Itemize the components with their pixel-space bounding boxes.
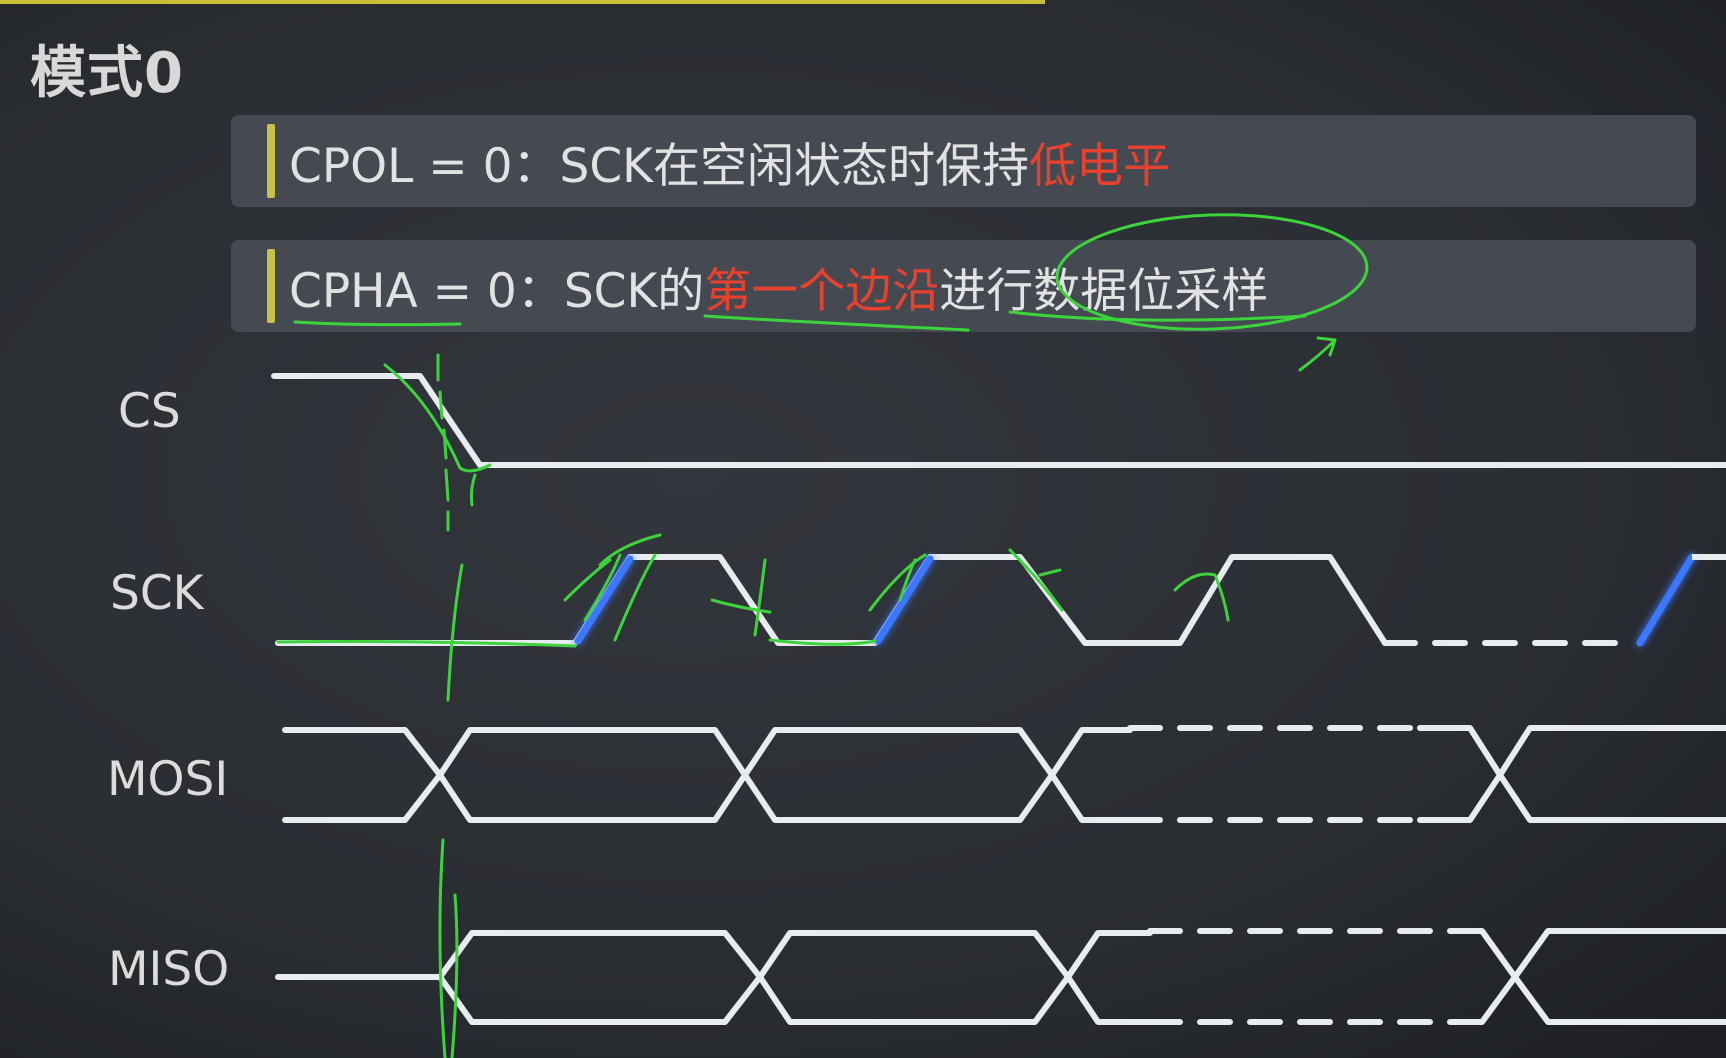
miso-tail-upper — [1447, 928, 1726, 980]
sck-third-marks-annotation — [1008, 548, 1064, 612]
cpha-underline-annotation — [293, 320, 462, 327]
sck-label: SCK — [110, 566, 204, 621]
sck-second-edge-highlight — [874, 555, 934, 645]
mosi-tail-upper — [1417, 725, 1726, 778]
miso-lower — [437, 974, 1153, 1025]
rule-accent-bar — [267, 124, 275, 198]
cpol-rule-prefix: CPOL = 0：SCK在空闲状态时保持 — [289, 138, 1029, 194]
cpol-rule-box: CPOL = 0：SCK在空闲状态时保持低电平 — [231, 115, 1696, 207]
mosi-upper — [282, 727, 1133, 778]
sck-first-edge-marks-annotation — [563, 533, 662, 642]
cpha-rule-suffix: 进行数据位采样 — [939, 263, 1269, 319]
cs-label: CS — [118, 384, 181, 439]
mosi-label: MOSI — [107, 752, 229, 807]
rule-accent-bar — [267, 249, 275, 323]
cpha-rule-box: CPHA = 0：SCK的第一个边沿进行数据位采样 — [231, 240, 1696, 332]
mosi-tail-lower — [1417, 772, 1726, 823]
sck-second-edge-marks-annotation — [868, 553, 927, 612]
cs-edge-trace-annotation — [383, 363, 492, 507]
mosi-lower — [282, 772, 1133, 823]
miso-label: MISO — [108, 942, 230, 997]
cpha-rule-text: CPHA = 0：SCK的第一个边沿进行数据位采样 — [289, 252, 1268, 321]
miso-vertical-guide-annotation — [438, 838, 459, 1058]
sck-last-edge-highlight — [1636, 553, 1696, 647]
top-accent-strip — [0, 0, 1045, 4]
sck-falling-marks-annotation — [710, 558, 877, 646]
sck-idle-trace-annotation — [276, 640, 577, 648]
miso-upper — [437, 930, 1153, 980]
sck-first-edge-highlight — [574, 555, 634, 645]
first-edge-underline-annotation — [703, 314, 970, 332]
miso-tail-lower — [1447, 974, 1726, 1025]
page-title: 模式0 — [30, 41, 184, 106]
cpha-rule-highlight: 第一个边沿 — [704, 263, 940, 319]
sampling-underline-annotation — [1008, 310, 1307, 322]
cpol-rule-text: CPOL = 0：SCK在空闲状态时保持低电平 — [289, 127, 1170, 196]
sck-vertical-guide-annotation — [446, 563, 464, 702]
cpol-rule-highlight: 低电平 — [1028, 138, 1170, 194]
cpha-rule-prefix: CPHA = 0：SCK的 — [289, 263, 705, 319]
sck-fourth-marks-annotation — [1173, 572, 1230, 622]
arrow-annotation — [1298, 336, 1337, 372]
cs-dashed-guide-annotation — [436, 353, 450, 532]
cs-waveform — [271, 373, 1726, 468]
sck-waveform — [275, 554, 1388, 646]
sampling-circle-annotation — [1055, 213, 1369, 331]
